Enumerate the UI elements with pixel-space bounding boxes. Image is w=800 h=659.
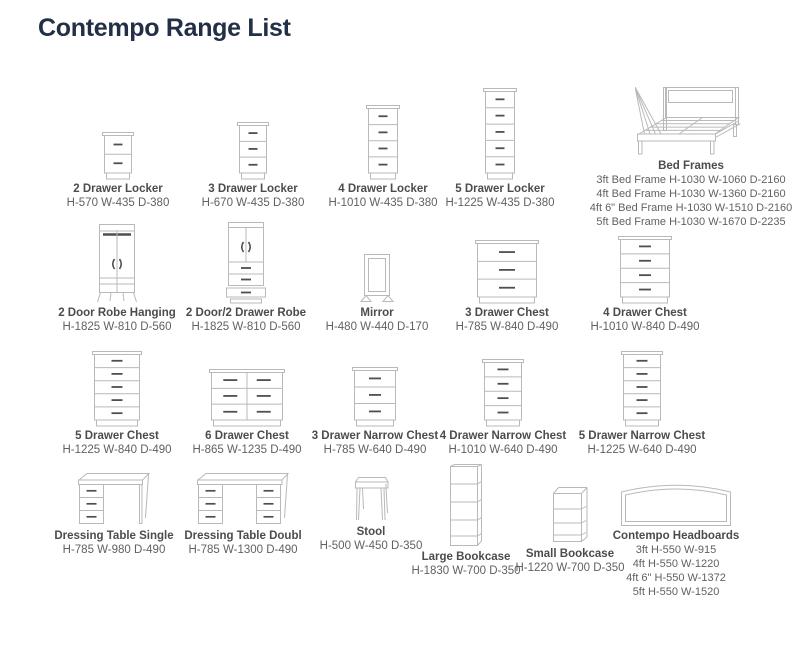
- item-name: Dressing Table Doubl: [184, 530, 302, 542]
- locker-2-icon: [102, 85, 134, 180]
- headboard-spec: 3ft H-550 W-915: [635, 544, 717, 557]
- item-3-drawer-locker: 3 Drawer Locker H-670 W-435 D-380: [183, 85, 323, 211]
- item-4-drawer-locker: 4 Drawer Locker H-1010 W-435 D-380: [313, 85, 453, 211]
- item-name: 4 Drawer Locker: [338, 183, 428, 195]
- bed-frame-spec: 4ft 6" Bed Frame H-1030 W-1510 D-2160: [589, 202, 793, 215]
- item-bed-frames: Bed Frames 3ft Bed Frame H-1030 W-1060 D…: [585, 85, 797, 230]
- stool-icon: [353, 476, 389, 523]
- item-name: Contempo Headboards: [612, 530, 740, 542]
- dressing-double-icon: [197, 473, 289, 527]
- item-name: 3 Drawer Narrow Chest: [311, 430, 439, 442]
- item-contempo-headboards: Contempo Headboards 3ft H-550 W-915 4ft …: [594, 476, 758, 600]
- headboard-icon: [618, 476, 734, 527]
- narrow-5-icon: [621, 350, 663, 427]
- item-name: Large Bookcase: [421, 551, 511, 563]
- item-name: 5 Drawer Chest: [75, 430, 159, 442]
- item-dims: H-670 W-435 D-380: [201, 197, 305, 210]
- item-4-drawer-narrow-chest: 4 Drawer Narrow Chest H-1010 W-640 D-490: [433, 350, 573, 458]
- item-stool: Stool H-500 W-450 D-350: [301, 476, 441, 554]
- bed-frame-icon: [635, 85, 747, 157]
- item-dims: H-1010 W-435 D-380: [328, 197, 438, 210]
- item-2-door-robe-hanging: 2 Door Robe Hanging H-1825 W-810 D-560: [47, 222, 187, 335]
- item-2-drawer-locker: 2 Drawer Locker H-570 W-435 D-380: [48, 85, 188, 211]
- dressing-single-icon: [78, 473, 150, 527]
- item-large-bookcase: Large Bookcase H-1830 W-700 D-350: [396, 464, 536, 579]
- robe-drawer-icon: [226, 222, 266, 304]
- item-name: Dressing Table Single: [54, 530, 174, 542]
- item-name: 2 Drawer Locker: [73, 183, 163, 195]
- item-5-drawer-chest: 5 Drawer Chest H-1225 W-840 D-490: [47, 350, 187, 458]
- item-name: Stool: [356, 526, 386, 538]
- bookcase-large-icon: [448, 464, 484, 548]
- item-dims: H-785 W-980 D-490: [62, 544, 166, 557]
- item-5-drawer-narrow-chest: 5 Drawer Narrow Chest H-1225 W-640 D-490: [572, 350, 712, 458]
- mirror-icon: [358, 222, 396, 304]
- item-name: 2 Door Robe Hanging: [58, 307, 176, 319]
- item-4-drawer-chest: 4 Drawer Chest H-1010 W-840 D-490: [575, 222, 715, 335]
- item-mirror: Mirror H-480 W-440 D-170: [307, 222, 447, 335]
- locker-5-icon: [483, 85, 517, 180]
- item-dims: H-1225 W-840 D-490: [62, 444, 172, 457]
- chest-5-icon: [92, 350, 142, 427]
- bed-frame-spec: 3ft Bed Frame H-1030 W-1060 D-2160: [596, 174, 786, 187]
- item-3-drawer-chest: 3 Drawer Chest H-785 W-840 D-490: [437, 222, 577, 335]
- item-dims: H-785 W-640 D-490: [323, 444, 427, 457]
- item-name: 3 Drawer Chest: [465, 307, 549, 319]
- item-name: 6 Drawer Chest: [205, 430, 289, 442]
- locker-3-icon: [237, 85, 269, 180]
- item-name: Mirror: [360, 307, 394, 319]
- headboard-spec: 5ft H-550 W-1520: [632, 586, 720, 599]
- item-name: 4 Drawer Chest: [603, 307, 687, 319]
- item-2-door-2-drawer-robe: 2 Door/2 Drawer Robe H-1825 W-810 D-560: [176, 222, 316, 335]
- item-dims: H-1225 W-435 D-380: [445, 197, 555, 210]
- item-name: 5 Drawer Narrow Chest: [578, 430, 706, 442]
- bed-frame-spec: 4ft Bed Frame H-1030 W-1360 D-2160: [596, 188, 786, 201]
- headboard-spec: 4ft 6" H-550 W-1372: [626, 572, 726, 585]
- item-3-drawer-narrow-chest: 3 Drawer Narrow Chest H-785 W-640 D-490: [305, 350, 445, 458]
- item-dims: H-785 W-1300 D-490: [188, 544, 298, 557]
- locker-4-icon: [366, 85, 400, 180]
- item-dims: H-785 W-840 D-490: [455, 321, 559, 334]
- bed-frame-spec: 5ft Bed Frame H-1030 W-1670 D-2235: [596, 216, 786, 229]
- item-dressing-table-double: Dressing Table Doubl H-785 W-1300 D-490: [173, 473, 313, 558]
- robe-hanging-icon: [97, 222, 137, 304]
- chest-3-icon: [475, 222, 539, 304]
- bookcase-small-icon: [551, 487, 589, 545]
- item-dims: H-1825 W-810 D-560: [191, 321, 301, 334]
- item-dims: H-570 W-435 D-380: [66, 197, 170, 210]
- item-dims: H-1010 W-840 D-490: [590, 321, 700, 334]
- narrow-4-icon: [482, 350, 524, 427]
- item-name: Bed Frames: [658, 160, 724, 172]
- item-name: 4 Drawer Narrow Chest: [439, 430, 567, 442]
- item-name: 5 Drawer Locker: [455, 183, 545, 195]
- item-small-bookcase: Small Bookcase H-1220 W-700 D-350: [500, 487, 640, 576]
- page-title: Contempo Range List: [38, 14, 291, 42]
- item-dressing-table-single: Dressing Table Single H-785 W-980 D-490: [44, 473, 184, 558]
- item-dims: H-865 W-1235 D-490: [192, 444, 302, 457]
- item-dims: H-1220 W-700 D-350: [515, 562, 625, 575]
- item-dims: H-480 W-440 D-170: [325, 321, 429, 334]
- item-name: Small Bookcase: [525, 548, 615, 560]
- item-6-drawer-chest: 6 Drawer Chest H-865 W-1235 D-490: [177, 350, 317, 458]
- headboard-spec: 4ft H-550 W-1220: [632, 558, 720, 571]
- item-name: 2 Door/2 Drawer Robe: [185, 307, 307, 319]
- item-5-drawer-locker: 5 Drawer Locker H-1225 W-435 D-380: [430, 85, 570, 211]
- narrow-3-icon: [352, 350, 398, 427]
- chest-6-icon: [209, 350, 285, 427]
- chest-4-icon: [618, 222, 672, 304]
- item-dims: H-1225 W-640 D-490: [587, 444, 697, 457]
- item-dims: H-1825 W-810 D-560: [62, 321, 172, 334]
- item-name: 3 Drawer Locker: [208, 183, 298, 195]
- item-dims: H-1010 W-640 D-490: [448, 444, 558, 457]
- item-dims: H-500 W-450 D-350: [319, 540, 423, 553]
- item-dims: H-1830 W-700 D-350: [411, 565, 521, 578]
